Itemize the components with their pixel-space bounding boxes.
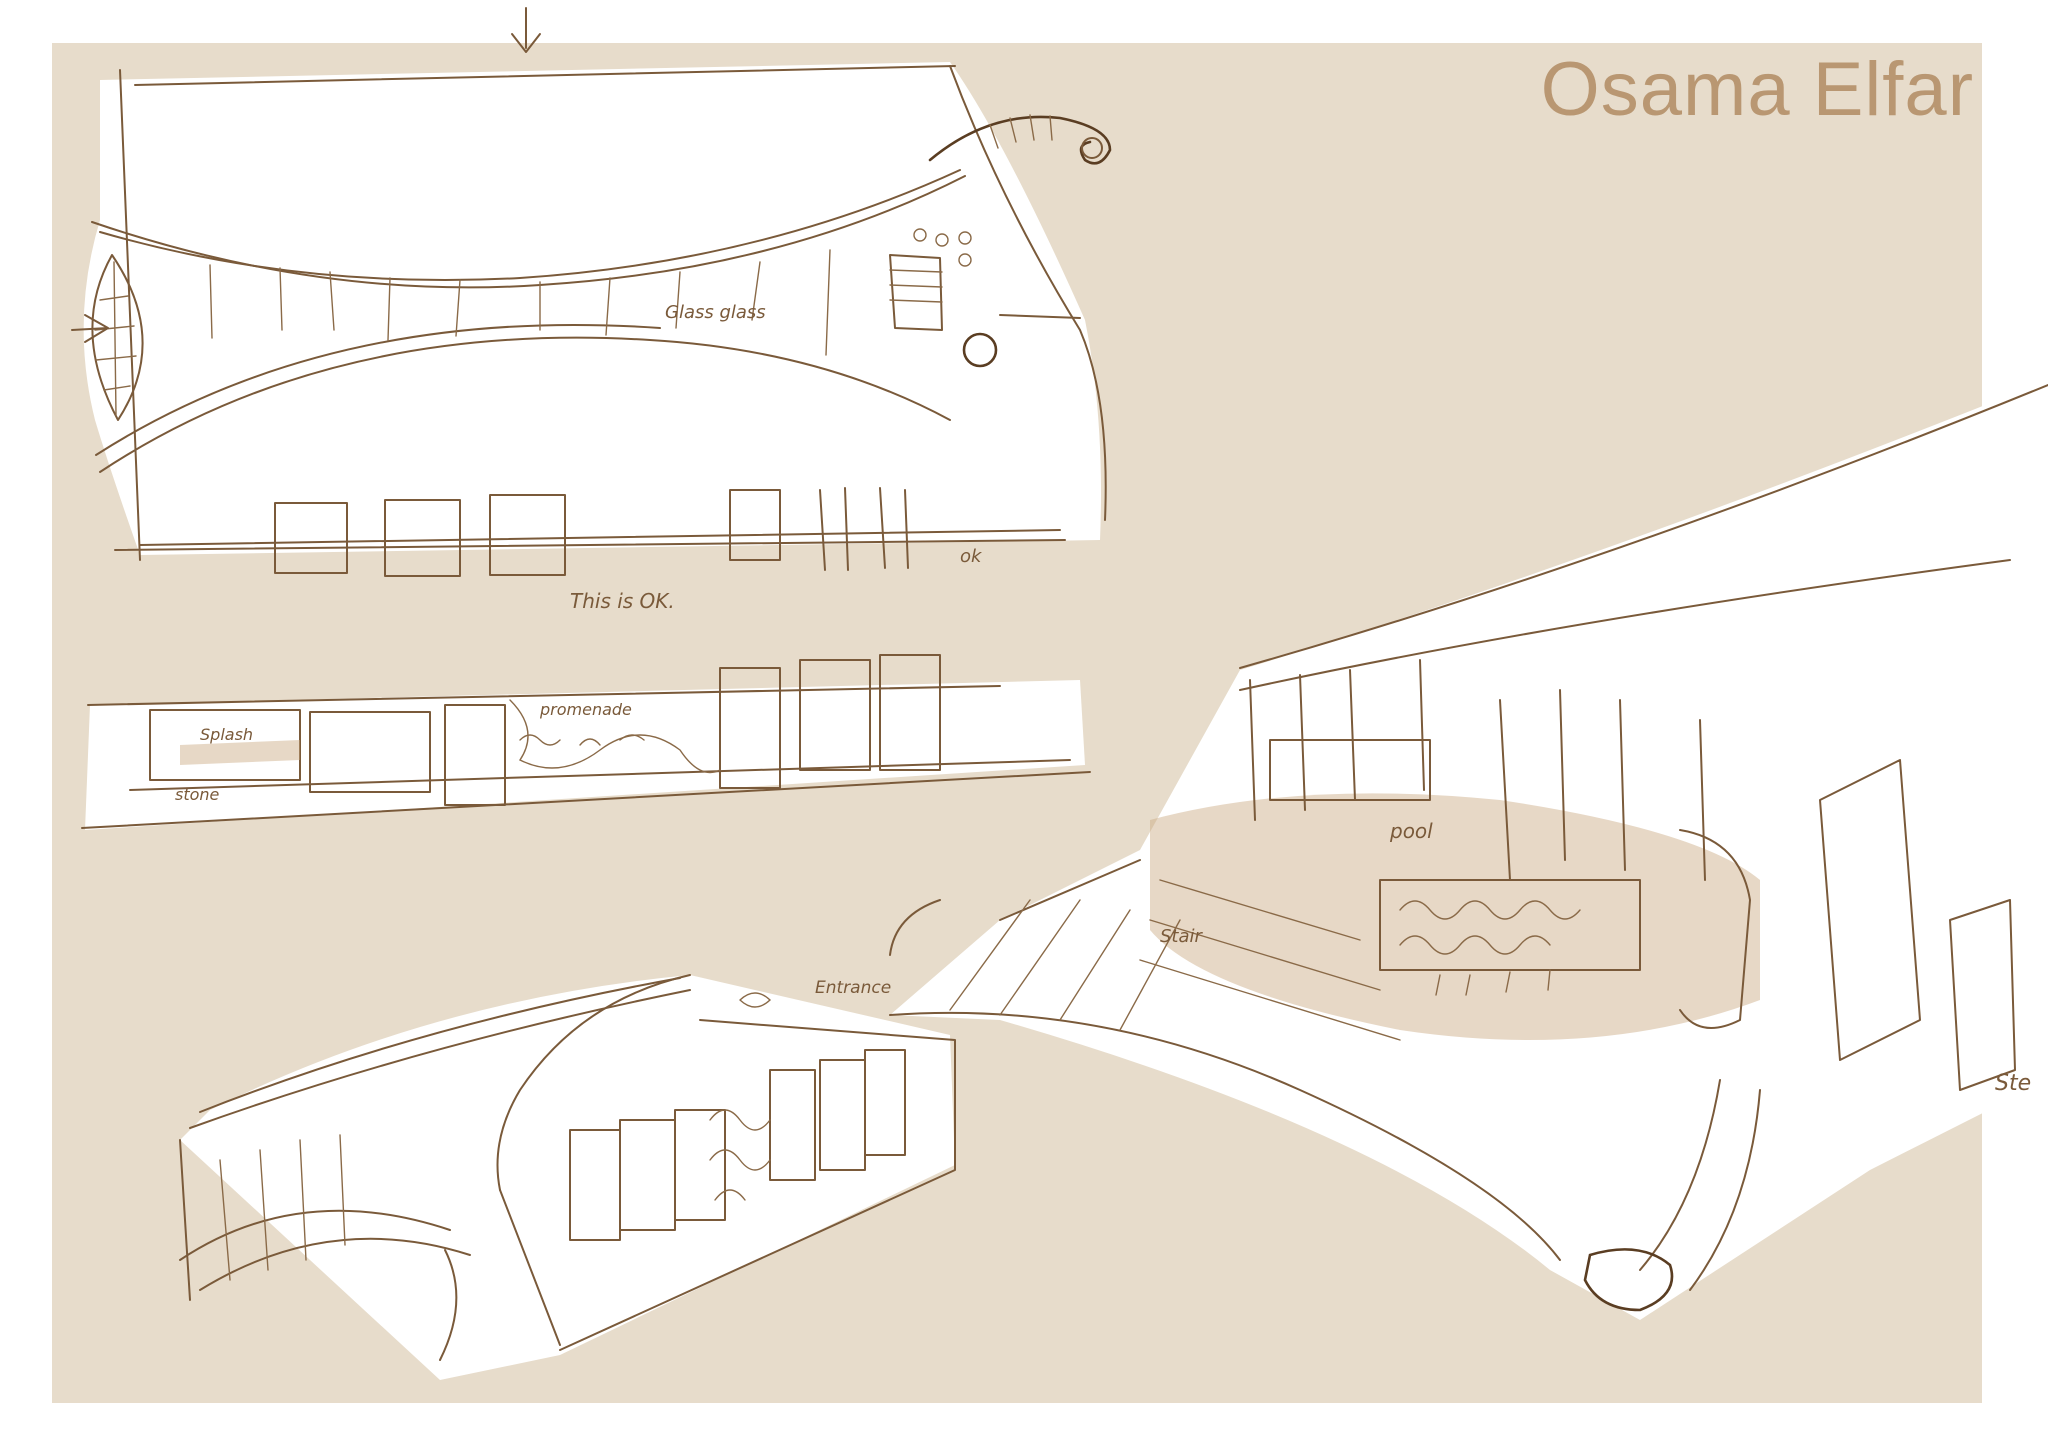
perspective-sketch: Entrance bbox=[179, 899, 956, 1380]
approval-note: This is OK. bbox=[570, 589, 675, 613]
splash-label: Splash bbox=[200, 725, 253, 744]
plan-sketch: Glass glass ok This is OK. bbox=[71, 7, 1112, 613]
steps-label: Ste bbox=[1995, 1071, 2031, 1096]
promenade-label: promenade bbox=[539, 700, 632, 719]
author-title: Osama Elfar bbox=[1540, 47, 1974, 132]
pool-label: pool bbox=[1389, 819, 1433, 843]
glass-label: Glass glass bbox=[665, 302, 766, 323]
elevation-sketch: Splash stone promenade bbox=[81, 654, 1091, 830]
stone-label: stone bbox=[175, 785, 220, 804]
stair-label: Stair bbox=[1160, 926, 1204, 947]
aerial-sketch: pool Stair Ste bbox=[889, 380, 2048, 1320]
entrance-label: Entrance bbox=[815, 978, 891, 998]
ok-mark: ok bbox=[960, 546, 983, 567]
